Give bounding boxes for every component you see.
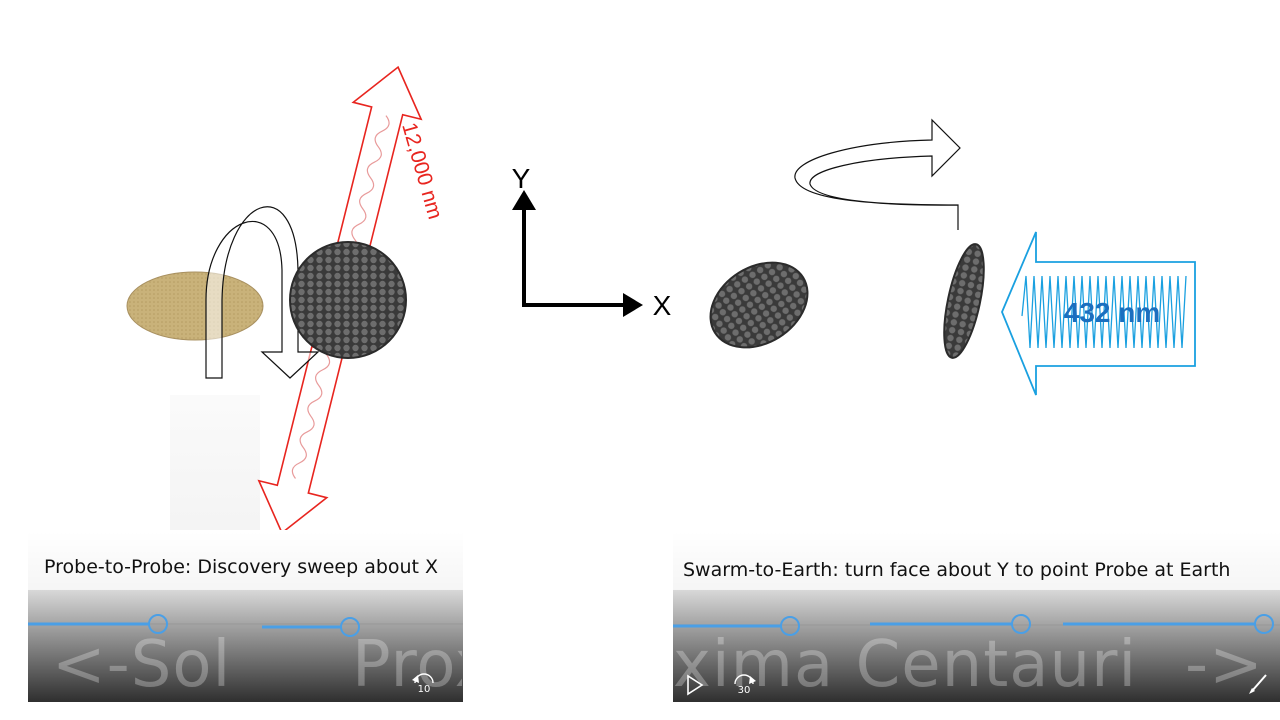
wavelength-label-blue: 432 nm <box>1064 297 1161 328</box>
right-progress-thumb-3[interactable] <box>1254 614 1274 634</box>
right-overlay-label-2: -> <box>1185 628 1264 702</box>
left-overlay-label: <-Sol <box>52 628 232 702</box>
y-axis-label: Y <box>512 163 531 194</box>
right-progress-thumb-2[interactable] <box>1011 614 1031 634</box>
left-media-panel <box>28 530 463 702</box>
right-media-panel: 30 <box>673 530 1280 702</box>
blue-wave <box>1021 275 1187 349</box>
left-progress-thumb-2[interactable] <box>340 617 360 637</box>
left-caption: Probe-to-Probe: Discovery sweep about X <box>44 556 439 578</box>
rewind-icon[interactable]: 10 <box>412 673 434 695</box>
x-axis-label: X <box>653 290 672 321</box>
skip-forward-icon[interactable]: 30 <box>734 674 756 696</box>
probe-disc-front <box>709 261 809 349</box>
rotation-arrow-y <box>794 118 961 230</box>
left-progress-thumb[interactable] <box>148 614 168 634</box>
svg-text:30: 30 <box>738 685 751 696</box>
blue-wave-arrow <box>1001 231 1196 396</box>
right-caption: Swarm-to-Earth: turn face about Y to poi… <box>683 559 1231 581</box>
rotation-arrow-x <box>205 206 320 379</box>
probe-disc-left <box>289 241 407 359</box>
wavelength-label-red: 12,000 nm <box>397 120 446 222</box>
play-icon[interactable] <box>687 674 704 696</box>
svg-text:10: 10 <box>418 684 431 695</box>
axes <box>512 190 643 317</box>
pen-icon[interactable] <box>1249 674 1267 694</box>
right-overlay-label: xima Centauri <box>673 628 1138 702</box>
background-panel <box>170 395 260 535</box>
tan-sail <box>126 271 264 341</box>
right-progress-thumb[interactable] <box>780 616 800 636</box>
probe-disc-edge <box>943 243 985 359</box>
